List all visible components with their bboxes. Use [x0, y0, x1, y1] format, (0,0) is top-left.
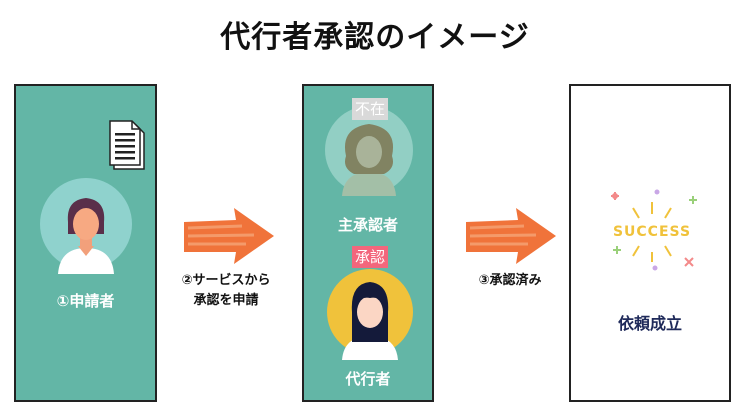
primary-approver-label: 主承認者	[337, 216, 398, 234]
success-badge-text: SUCCESS	[613, 224, 691, 240]
proxy-approver-avatar-icon	[327, 269, 413, 360]
result-panel: SUCCESS 依頼成立	[569, 84, 731, 402]
applicant-avatar-icon	[40, 178, 132, 274]
applicant-label: ①申請者	[56, 292, 115, 310]
document-icon	[109, 120, 145, 170]
step2-line1: ②サービスから	[181, 273, 271, 288]
success-badge-icon: SUCCESS	[611, 189, 697, 271]
step2-caption: ②サービスから 承認を申請	[166, 271, 286, 311]
arrow-right-icon	[466, 208, 556, 264]
proxy-approver-label: 代行者	[345, 370, 391, 388]
applicant-panel: ①申請者	[14, 84, 157, 402]
result-label: 依頼成立	[617, 314, 682, 333]
step2-line2: 承認を申請	[193, 293, 259, 308]
arrow-right-icon	[184, 208, 274, 264]
absent-approver-avatar-icon	[325, 106, 413, 196]
approved-tag: 承認	[352, 246, 389, 268]
page-title: 代行者承認のイメージ	[220, 20, 530, 55]
approvers-panel: 不在 主承認者 承認 代行者	[302, 84, 434, 402]
absent-tag: 不在	[352, 98, 389, 120]
step3-caption: ③承認済み	[478, 273, 542, 288]
